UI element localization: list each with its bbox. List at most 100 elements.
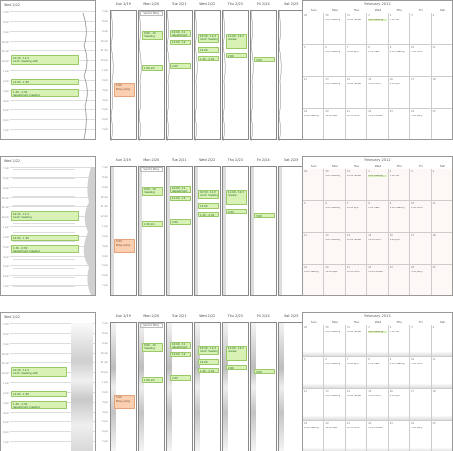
month-day-cell[interactable]: 12	[303, 389, 325, 421]
week-day-header[interactable]: Fri 2/24	[256, 314, 270, 318]
month-day-cell[interactable]: 12	[303, 233, 325, 265]
month-event[interactable]: 10:00 sync	[346, 363, 359, 365]
week-day-header[interactable]: Wed 2/22	[199, 158, 216, 162]
week-day-column[interactable]	[278, 166, 305, 296]
week-day-column[interactable]	[278, 322, 305, 451]
month-day-cell[interactable]: 23	[388, 265, 411, 295]
month-day-cell[interactable]: 18	[431, 389, 452, 421]
month-event[interactable]: 12:00 lunch	[368, 239, 382, 241]
month-event[interactable]: 2:00 class	[368, 207, 380, 209]
week-day-column[interactable]	[278, 10, 305, 141]
month-event[interactable]: 1:00 lunch	[411, 207, 423, 209]
week-day-header[interactable]: Tue 2/21	[172, 2, 187, 6]
month-event[interactable]: 3:00 call	[389, 331, 400, 333]
week-day-header[interactable]: Thu 2/23	[227, 314, 243, 318]
month-event[interactable]: 10:30 lunch	[346, 427, 360, 429]
month-day-cell[interactable]: 11	[431, 45, 452, 77]
month-event[interactable]: 10:00 sync	[346, 51, 359, 53]
month-day-cell[interactable]: 23	[389, 109, 411, 139]
week-day-header[interactable]: Thu 2/23	[227, 158, 243, 162]
month-day-cell[interactable]: 5	[303, 45, 325, 77]
allday-event[interactable]: Sarah's Bday	[140, 323, 163, 328]
week-day-column[interactable]	[250, 10, 277, 141]
month-event[interactable]: 9:00 meeting	[325, 19, 341, 21]
month-event[interactable]: 10:00 sync	[346, 207, 359, 209]
day-event[interactable]: 12:00 - 1:30meeting	[11, 235, 79, 241]
month-day-cell[interactable]: 29	[303, 169, 325, 201]
month-day-cell[interactable]: 5	[303, 357, 325, 389]
month-event[interactable]: 10:00 review	[346, 331, 362, 333]
day-event[interactable]: 12:00 - 1:30meeting	[11, 391, 67, 397]
week-day-header[interactable]: Mon 2/20	[143, 158, 160, 162]
week-day-column[interactable]	[110, 322, 137, 451]
week-day-header[interactable]: Fri 2/24	[256, 2, 270, 6]
month-day-cell[interactable]: 29	[303, 325, 325, 357]
week-day-header[interactable]: Fri 2/24	[256, 158, 270, 162]
month-event[interactable]: 11:00 review	[368, 427, 383, 429]
week-event[interactable]: 11:00 - 12a meeting	[170, 39, 191, 46]
week-day-column[interactable]	[222, 10, 249, 141]
month-event[interactable]: 10:00 dept	[325, 427, 338, 429]
month-event[interactable]: 9:00 meeting	[389, 207, 405, 209]
week-day-column[interactable]	[110, 166, 137, 296]
month-day-cell[interactable]: 11	[431, 201, 452, 233]
month-event[interactable]: 10:00 review	[346, 175, 362, 177]
week-day-header[interactable]: Sat 2/25	[284, 2, 299, 6]
month-event[interactable]: 9:00 meeting	[389, 363, 405, 365]
month-event[interactable]: 9:00 meeting	[325, 83, 341, 85]
month-event[interactable]: 11:00 review	[368, 115, 383, 117]
month-event[interactable]: 12:00 lunch	[368, 83, 382, 85]
week-day-column[interactable]	[110, 10, 137, 141]
month-event[interactable]: 9:00 meeting	[368, 175, 387, 177]
month-day-cell[interactable]: 4	[431, 325, 452, 357]
month-event[interactable]: 10:00 dept	[325, 115, 338, 117]
month-event[interactable]: 9:00 sync	[389, 395, 401, 397]
month-event[interactable]: 9:00 sync	[389, 83, 401, 85]
